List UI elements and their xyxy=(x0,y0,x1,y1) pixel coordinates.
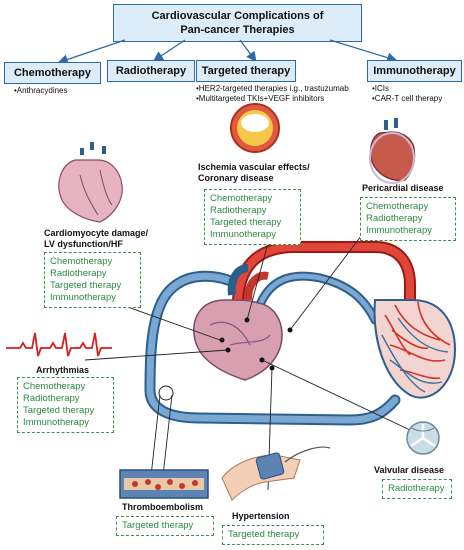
arrhythmias-item-3: Targeted therapy xyxy=(23,405,95,416)
diagram-title: Cardiovascular Complications of Pan-canc… xyxy=(113,4,362,42)
pericardial-therapy-box: Chemotherapy Radiotherapy Immunotherapy xyxy=(360,197,456,241)
therapy-radiotherapy-label: Radiotherapy xyxy=(115,65,187,77)
targeted-note-1: •HER2-targeted therapies i.g., trastuzum… xyxy=(196,84,349,93)
therapy-radiotherapy: Radiotherapy xyxy=(107,60,195,82)
blood-pressure-cuff-icon xyxy=(221,446,331,501)
arrhythmias-item-4: Immunotherapy xyxy=(23,417,90,428)
artery-cross-section-icon xyxy=(230,103,280,153)
hypertension-item-1: Targeted therapy xyxy=(228,529,300,540)
therapy-chemotherapy-label: Chemotherapy xyxy=(13,67,92,79)
chemo-note-1: •Anthracydines xyxy=(14,86,68,95)
cardiomyocyte-therapy-box: Chemotherapy Radiotherapy Targeted thera… xyxy=(44,252,141,308)
ischemia-item-3: Targeted therapy xyxy=(210,217,282,228)
capillary-network-icon xyxy=(373,299,457,399)
therapy-targeted-label: Targeted therapy xyxy=(201,65,291,77)
pericardial-item-3: Immunotherapy xyxy=(366,225,433,236)
pericardial-item-1: Chemotherapy xyxy=(366,201,429,212)
vein-return-fill xyxy=(255,273,378,323)
ischemia-title-2: Coronary disease xyxy=(198,173,274,183)
pericardial-title: Pericardial disease xyxy=(362,183,444,193)
immuno-note-1: •ICIs xyxy=(372,84,390,93)
valvular-title: Valvular disease xyxy=(374,465,445,475)
thrombus-site-ring xyxy=(158,385,174,401)
thrombo-title: Thromboembolism xyxy=(122,502,204,512)
hypertension-title: Hypertension xyxy=(232,511,290,521)
hypertension-therapy-box: Targeted therapy xyxy=(222,525,324,545)
ischemia-item-4: Immunotherapy xyxy=(210,229,277,240)
cardiomyocyte-item-2: Radiotherapy xyxy=(50,268,107,279)
cardiomyocyte-item-1: Chemotherapy xyxy=(50,256,113,267)
pericardial-item-2: Radiotherapy xyxy=(366,213,423,224)
valvular-item-1: Radiotherapy xyxy=(388,483,445,494)
tree-connectors xyxy=(57,39,398,65)
therapy-chemotherapy: Chemotherapy xyxy=(4,62,101,84)
cardiomyocyte-title-1: Cardiomyocyte damage/ xyxy=(44,228,149,238)
cardio-heart-icon xyxy=(58,142,123,223)
cardiomyocyte-item-3: Targeted therapy xyxy=(50,280,122,291)
leader-dots xyxy=(219,317,293,371)
connector-radio xyxy=(152,39,186,62)
thrombus-vessel-icon xyxy=(119,469,209,499)
arrhythmias-item-1: Chemotherapy xyxy=(23,381,86,392)
connector-chemo xyxy=(57,39,126,65)
valve-icon xyxy=(406,421,440,455)
ecg-wave-icon xyxy=(6,332,112,357)
cardiomyocyte-title-2: LV dysfunction/HF xyxy=(44,239,123,249)
ischemia-item-2: Radiotherapy xyxy=(210,205,267,216)
therapy-immunotherapy: Immunotherapy xyxy=(367,60,462,82)
title-line-2: Pan-cancer Therapies xyxy=(180,24,295,36)
valvular-therapy-box: Radiotherapy xyxy=(382,479,452,499)
immuno-note-2: •CAR-T cell therapy xyxy=(372,94,443,103)
vein-outer-loop-fill xyxy=(146,272,399,424)
pericardium-heart-icon xyxy=(369,118,416,184)
arrhythmias-therapy-box: Chemotherapy Radiotherapy Targeted thera… xyxy=(17,377,114,433)
targeted-note-2: •Multitargeted TKIs+VEGF inhibitors xyxy=(196,94,325,103)
arrhythmias-title: Arrhythmias xyxy=(36,365,90,375)
ischemia-item-1: Chemotherapy xyxy=(210,193,273,204)
therapy-immunotherapy-label: Immunotherapy xyxy=(373,65,456,77)
connector-immuno xyxy=(329,39,398,63)
therapy-targeted: Targeted therapy xyxy=(196,60,296,82)
thrombo-therapy-box: Targeted therapy xyxy=(116,516,214,536)
ischemia-title-1: Ischemia vascular effects/ xyxy=(198,162,310,172)
ischemia-therapy-box: Chemotherapy Radiotherapy Targeted thera… xyxy=(204,189,301,245)
arrhythmias-item-2: Radiotherapy xyxy=(23,393,80,404)
thrombo-item-1: Targeted therapy xyxy=(122,520,194,531)
title-line-1: Cardiovascular Complications of xyxy=(151,10,324,22)
connector-targeted xyxy=(239,39,257,63)
cardiomyocyte-item-4: Immunotherapy xyxy=(50,292,117,303)
